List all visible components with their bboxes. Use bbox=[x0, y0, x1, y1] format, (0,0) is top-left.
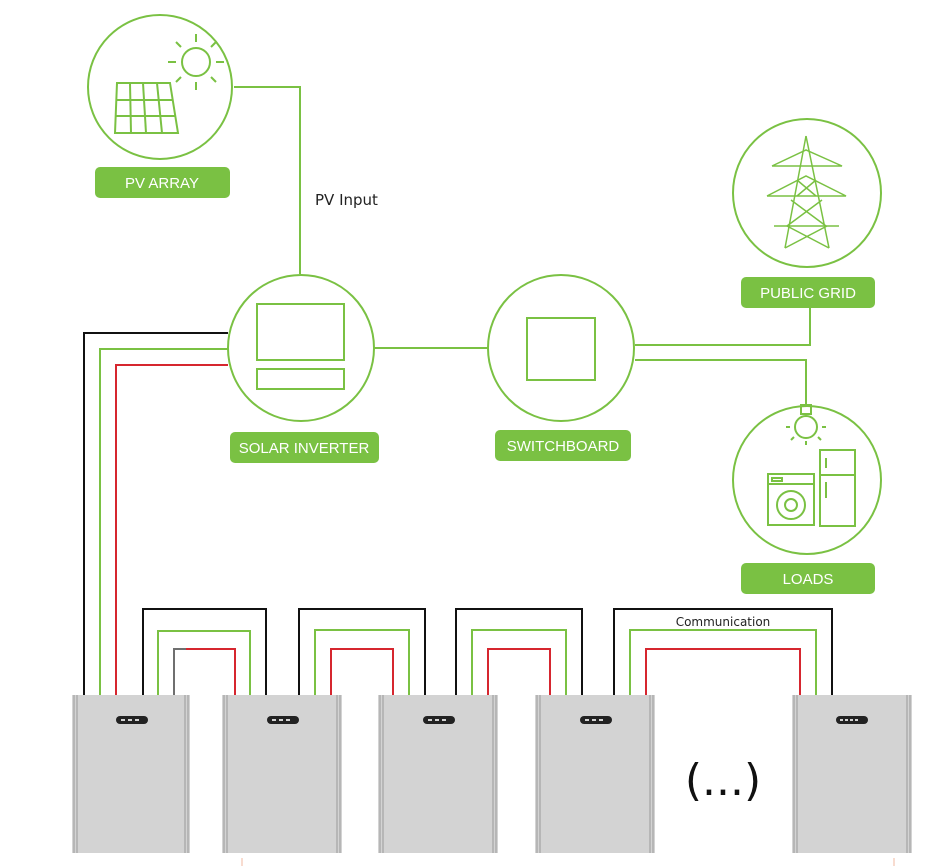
switchboard-node: SWITCHBOARD bbox=[487, 274, 635, 461]
link-1-2-black bbox=[142, 608, 267, 695]
communication-label: Communication bbox=[676, 615, 771, 629]
link-3-4-green bbox=[471, 629, 567, 695]
public-grid-pill bbox=[741, 277, 875, 308]
switchboard-icon bbox=[526, 317, 596, 381]
solar-inverter-pill bbox=[230, 432, 379, 463]
battery-cable-red bbox=[115, 364, 228, 695]
link-3-4-black bbox=[455, 608, 583, 695]
link-3-4-red bbox=[487, 648, 551, 695]
link-4-last-black bbox=[613, 608, 833, 695]
pv-array-label: PV ARRAY bbox=[125, 175, 199, 192]
pv-array-circle bbox=[87, 14, 233, 160]
battery-cable-black bbox=[83, 332, 228, 695]
link-2-3-red bbox=[330, 648, 394, 695]
power-pylon-icon bbox=[766, 135, 847, 249]
solar-inverter-label: SOLAR INVERTER bbox=[239, 440, 370, 457]
link-4-last-red bbox=[645, 648, 801, 695]
loads-label: LOADS bbox=[783, 571, 834, 588]
loads-node: LOADS bbox=[732, 404, 882, 594]
battery-module bbox=[535, 695, 655, 853]
inverter-circle bbox=[227, 274, 375, 422]
loads-circle bbox=[732, 405, 882, 555]
battery-cable-green bbox=[99, 348, 228, 695]
switchboard-grid-line bbox=[635, 308, 811, 346]
switchboard-loads-line bbox=[635, 359, 807, 405]
battery-module bbox=[378, 695, 498, 853]
public-grid-circle bbox=[732, 118, 882, 268]
battery-module bbox=[792, 695, 912, 853]
pv-input-line bbox=[234, 86, 301, 274]
inverter-icon bbox=[256, 303, 345, 390]
communication-label-bg bbox=[668, 612, 778, 628]
battery-stack: (...) bbox=[72, 695, 912, 853]
link-4-last-green bbox=[629, 629, 817, 695]
connection-lines bbox=[83, 86, 833, 695]
washing-machine-icon bbox=[767, 473, 815, 526]
public-grid-label: PUBLIC GRID bbox=[760, 285, 856, 302]
pv-array-node: PV ARRAY bbox=[87, 14, 233, 198]
lightbulb-icon bbox=[786, 404, 826, 445]
battery-module bbox=[72, 695, 190, 853]
more-batteries-ellipsis: (...) bbox=[685, 755, 761, 806]
loads-pill bbox=[741, 563, 875, 594]
pv-array-pill bbox=[95, 167, 230, 198]
link-1-2-green bbox=[157, 630, 251, 695]
link-1-2-gray bbox=[173, 648, 186, 695]
switchboard-label: SWITCHBOARD bbox=[507, 438, 620, 455]
public-grid-node: PUBLIC GRID bbox=[732, 118, 882, 308]
link-2-3-green bbox=[314, 629, 410, 695]
sun-icon bbox=[168, 34, 224, 90]
switchboard-pill bbox=[495, 430, 631, 461]
solar-inverter-node: SOLAR INVERTER bbox=[227, 274, 379, 463]
solar-panel-icon bbox=[113, 82, 180, 134]
switchboard-circle bbox=[487, 274, 635, 422]
battery-module bbox=[222, 695, 342, 853]
refrigerator-icon bbox=[819, 449, 856, 527]
link-2-3-black bbox=[298, 608, 426, 695]
pv-input-label: PV Input bbox=[315, 191, 378, 209]
link-1-2-red bbox=[186, 648, 236, 695]
